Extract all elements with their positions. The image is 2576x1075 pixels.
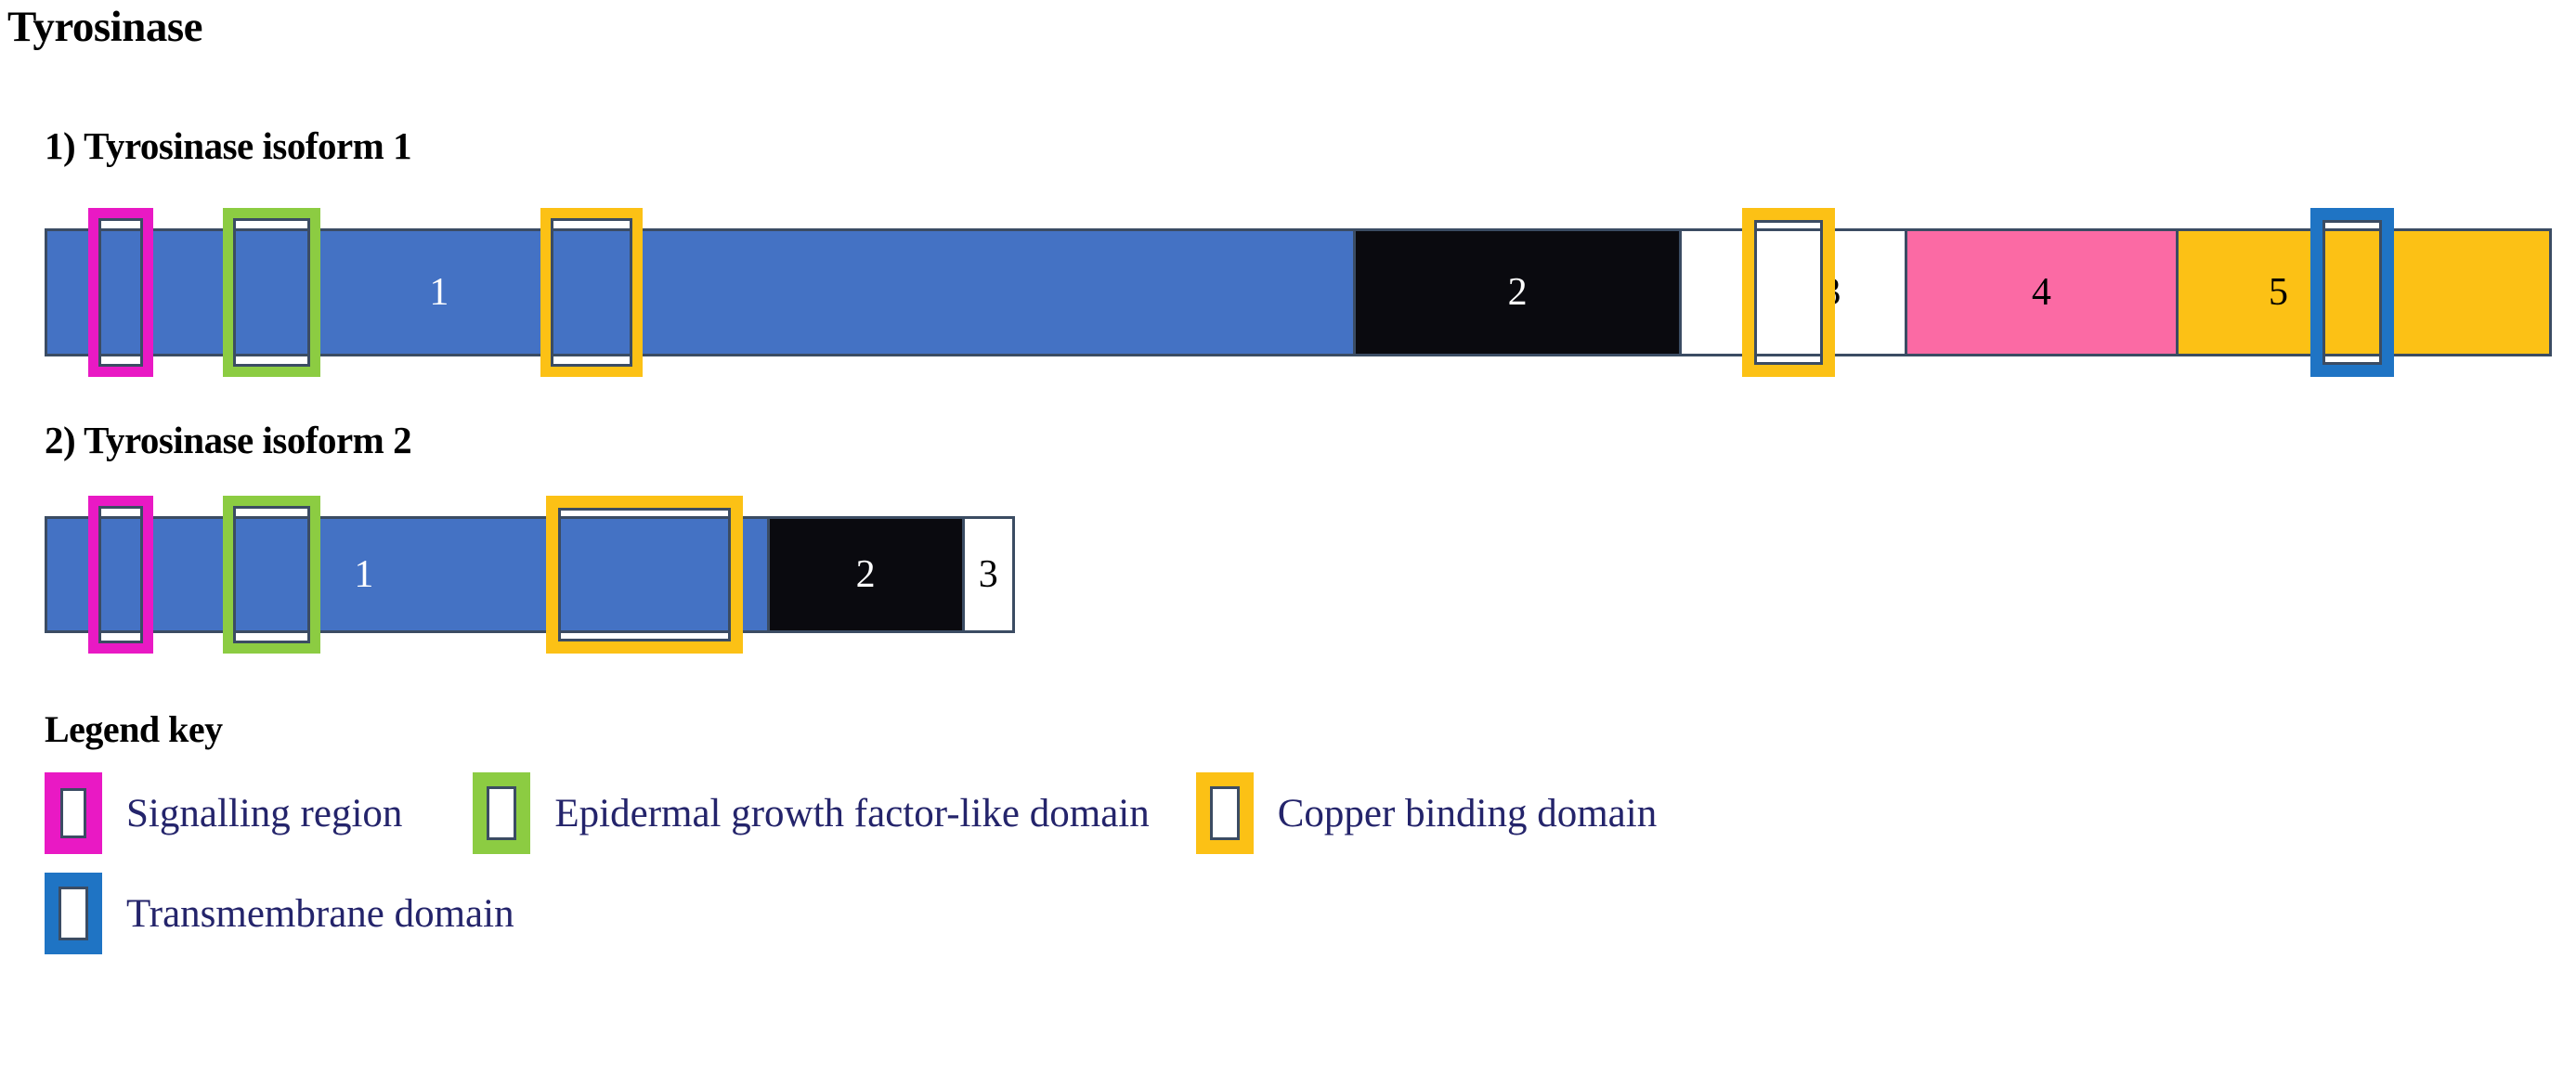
domain-box-outline [232,218,310,367]
signalling-region-box-1 [87,208,153,377]
page-title: Tyrosinase [7,3,203,51]
legend-egf-domain: Epidermal growth factor-like domain [473,763,1150,863]
segment-label: 5 [2269,271,2288,314]
segment-label: 2 [855,553,876,596]
isoform-1-heading: 1) Tyrosinase isoform 1 [45,124,412,167]
segment-label: 2 [1507,271,1528,314]
legend-swatch-icon [45,772,102,854]
legend-heading: Legend key [45,708,223,750]
egf-domain-box-1 [222,208,320,377]
legend-label: Copper binding domain [1277,791,1658,835]
egf-domain-box-2 [222,496,320,654]
segment-label: 3 [978,553,998,596]
segment-label: 1 [429,271,449,314]
isoform-2-heading: 2) Tyrosinase isoform 2 [45,419,412,461]
legend-transmembrane: Transmembrane domain [45,863,514,964]
segment-label: 1 [354,553,374,596]
domain-box-outline [232,506,310,643]
legend-swatch-outline [487,786,517,840]
legend-row: Transmembrane domain [45,863,1657,964]
legend: Signalling region Epidermal growth factor… [45,763,1657,964]
isoform-2-diagram: 1 2 3 [45,496,1015,654]
segment-region-1-blue: 1 [45,228,1357,356]
legend-signalling-region: Signalling region [45,763,402,863]
domain-box-outline [98,218,143,367]
segment-region-3-white: 3 [964,516,1015,633]
legend-label: Signalling region [126,791,403,835]
legend-copper-binding: Copper binding domain [1195,763,1658,863]
legend-swatch-outline [60,788,86,838]
signalling-region-box-2 [88,496,154,654]
segment-label: 4 [2031,271,2051,314]
legend-label: Epidermal growth factor-like domain [554,791,1150,835]
legend-row: Signalling region Epidermal growth factor… [45,763,1657,863]
legend-label: Transmembrane domain [126,891,514,936]
segment-region-2-black: 2 [1356,228,1683,356]
segment-region-1-blue: 1 [45,516,770,633]
legend-swatch-icon [473,772,531,854]
copper-binding-box-2 [545,496,743,654]
copper-binding-box-1b [1741,208,1835,377]
domain-box-outline [1753,220,1823,365]
copper-binding-box-1a [540,208,643,377]
legend-swatch-icon [1195,772,1254,854]
domain-box-outline [98,506,144,643]
segment-region-2-black: 2 [769,516,965,633]
segment-region-5-gold: 5 [2178,228,2552,356]
transmembrane-box-1 [2309,208,2394,377]
domain-box-outline [557,508,731,641]
segment-region-4-pink: 4 [1907,228,2179,356]
domain-box-outline [2322,220,2382,365]
legend-swatch-outline [59,887,88,940]
legend-swatch-outline [1209,786,1240,840]
domain-box-outline [551,218,632,367]
legend-swatch-icon [45,873,102,954]
